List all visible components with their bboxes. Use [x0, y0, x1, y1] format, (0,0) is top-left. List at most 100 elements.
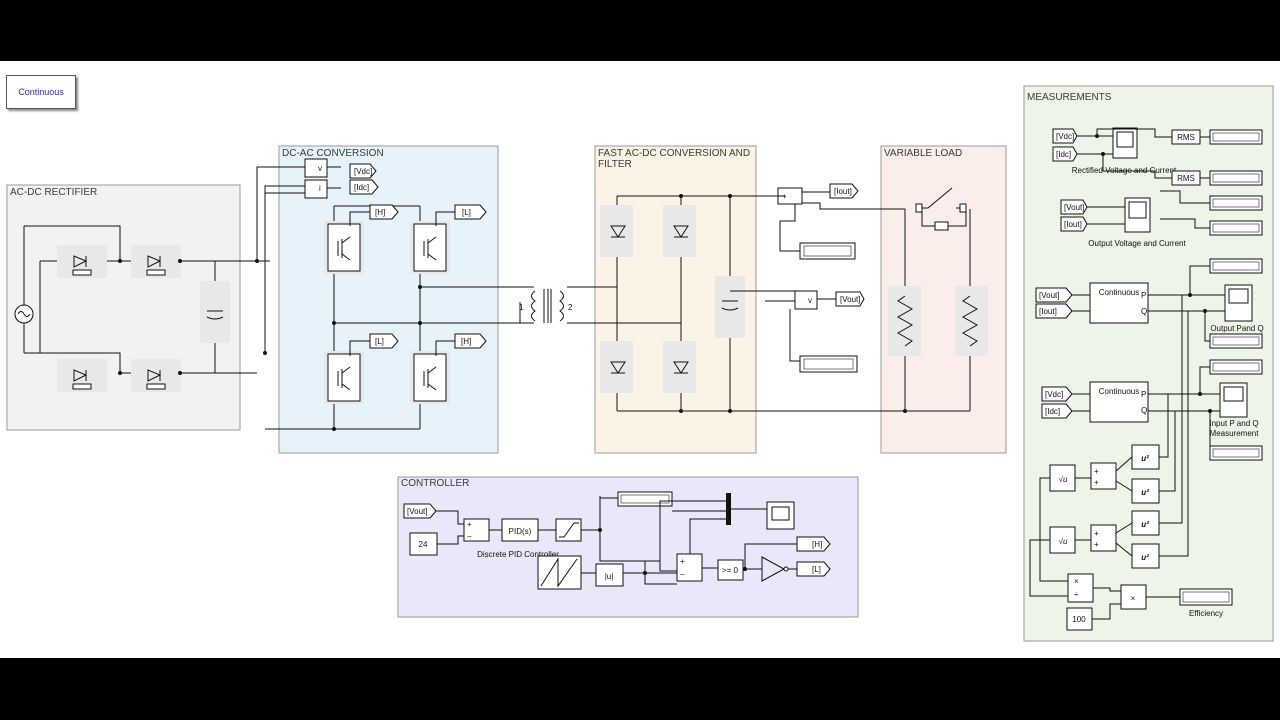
- not-gate-block[interactable]: [761, 556, 786, 582]
- svg-text:100: 100: [1072, 615, 1086, 624]
- svg-text:v: v: [318, 164, 322, 173]
- svg-text:+: +: [1094, 478, 1099, 487]
- svg-text:−: −: [680, 570, 685, 579]
- transformer-block[interactable]: 1 2: [519, 286, 595, 324]
- svg-text:[H]: [H]: [812, 540, 822, 549]
- area-title-rectifier: AC-DC RECTIFIER: [10, 187, 97, 198]
- svg-text:[Vdc]: [Vdc]: [1056, 132, 1074, 141]
- svg-text:v: v: [808, 296, 812, 305]
- sum-block[interactable]: [1090, 462, 1117, 490]
- signal-tags: [Vdc] [Idc] [H] [L] [L] [H] [Iout] [Vout…: [349, 128, 1088, 577]
- current-measurement-block[interactable]: [304, 179, 328, 199]
- svg-text:[Vout]: [Vout]: [1064, 203, 1084, 212]
- input-pq-block[interactable]: [1089, 381, 1149, 423]
- goto-vout[interactable]: [835, 291, 865, 307]
- diode-block[interactable]: [663, 205, 696, 257]
- measurement-blocks: Rectified Voltage and Current RMS RMS Ou…: [1029, 127, 1264, 631]
- svg-text:Continuous: Continuous: [1099, 387, 1139, 396]
- area-title-dcac: DC-AC CONVERSION: [282, 148, 384, 159]
- from-idc[interactable]: [1052, 146, 1078, 162]
- svg-text:−: −: [467, 532, 472, 541]
- output-pq-scope-label: Output Pand Q: [1210, 324, 1263, 333]
- svg-text:[L]: [L]: [462, 208, 471, 217]
- from-h[interactable]: [454, 333, 487, 349]
- rectifier-circuit: [14, 225, 257, 392]
- from-iout[interactable]: [1060, 216, 1088, 232]
- svg-text:i: i: [319, 184, 321, 193]
- from-l[interactable]: [369, 333, 399, 349]
- from-h[interactable]: [369, 204, 399, 220]
- variable-load-circuit: [888, 187, 988, 412]
- block-diagram: AC-DC RECTIFIER DC-AC CONVERSION FAST AC…: [6, 85, 1274, 642]
- from-vout[interactable]: [403, 503, 437, 519]
- goto-iout[interactable]: [829, 183, 859, 199]
- junction-dots: [118, 134, 1212, 575]
- svg-text:[Iout]: [Iout]: [1064, 220, 1082, 229]
- from-vdc[interactable]: [1052, 128, 1078, 144]
- diode-block[interactable]: [600, 341, 633, 393]
- svg-text:u²: u²: [1141, 553, 1149, 562]
- goto-vdc[interactable]: [349, 163, 377, 179]
- svg-text:÷: ÷: [1074, 590, 1079, 599]
- solver-config-block[interactable]: Continuous: [6, 75, 76, 109]
- svg-text:+: +: [467, 520, 472, 529]
- from-vdc[interactable]: [1041, 386, 1073, 402]
- sum-block[interactable]: [1090, 524, 1117, 552]
- svg-text:[Vout]: [Vout]: [1039, 291, 1059, 300]
- svg-text:×: ×: [1131, 594, 1136, 603]
- svg-text:[Iout]: [Iout]: [834, 187, 852, 196]
- svg-text:[Vout]: [Vout]: [407, 507, 427, 516]
- from-iout[interactable]: [1035, 303, 1073, 319]
- area-title-fast-1: FAST AC-DC CONVERSION AND: [598, 148, 750, 159]
- svg-text:u²: u²: [1141, 488, 1149, 497]
- svg-text:[H]: [H]: [461, 337, 471, 346]
- abs-label: |u|: [605, 572, 614, 581]
- svg-text:[Idc]: [Idc]: [1056, 150, 1071, 159]
- voltage-measurement-block[interactable]: [304, 158, 328, 178]
- output-pq-block[interactable]: [1089, 282, 1149, 324]
- controller-blocks: +− PID(s) Discrete PID Controller 24 |u|…: [409, 491, 797, 590]
- from-vout[interactable]: [1060, 199, 1088, 215]
- square-block[interactable]: [1131, 543, 1160, 569]
- goto-idc[interactable]: [349, 179, 379, 195]
- diode-block[interactable]: [600, 205, 633, 257]
- svg-text:u²: u²: [1141, 454, 1149, 463]
- pid-caption: Discrete PID Controller: [477, 550, 559, 559]
- input-pq-scope-label-1: Input P and Q: [1209, 419, 1258, 428]
- compare-to-zero-block[interactable]: [717, 559, 744, 581]
- output-scope-label: Output Voltage and Current: [1088, 239, 1186, 248]
- model-canvas[interactable]: Continuous AC-DC RECTIFIER DC-AC CONVERS…: [0, 61, 1280, 658]
- svg-text:Continuous: Continuous: [1099, 288, 1139, 297]
- abs-block[interactable]: [595, 563, 624, 587]
- area-title-controller: CONTROLLER: [401, 478, 469, 489]
- multiply-block[interactable]: [1120, 584, 1147, 610]
- svg-text:+: +: [680, 557, 685, 566]
- output-voltage-measurement[interactable]: [794, 290, 818, 310]
- svg-text:Q: Q: [1141, 406, 1147, 415]
- svg-text:P: P: [1141, 291, 1146, 300]
- input-pq-scope-label-2: Measurement: [1210, 429, 1260, 438]
- fast-rectifier-circuit: [595, 195, 905, 412]
- svg-text:[Vdc]: [Vdc]: [354, 167, 372, 176]
- from-vout[interactable]: [1035, 287, 1073, 303]
- svg-text:×: ×: [1074, 577, 1079, 586]
- area-title-fast-2: FILTER: [598, 159, 632, 170]
- svg-text:√u: √u: [1059, 537, 1068, 546]
- square-block[interactable]: [1131, 478, 1160, 504]
- diode-block[interactable]: [663, 341, 696, 393]
- from-idc[interactable]: [1041, 403, 1073, 419]
- goto-l[interactable]: [796, 561, 831, 577]
- transformer-port-1: 1: [519, 303, 524, 312]
- transformer-port-2: 2: [568, 303, 573, 312]
- capacitor-block[interactable]: [200, 281, 230, 343]
- divide-block[interactable]: [1067, 573, 1094, 603]
- svg-text:√u: √u: [1059, 475, 1068, 484]
- mux-block[interactable]: [726, 493, 731, 525]
- area-dc-ac-conversion[interactable]: DC-AC CONVERSION: [278, 145, 499, 454]
- goto-h[interactable]: [796, 536, 831, 552]
- svg-text:P: P: [1141, 390, 1146, 399]
- svg-text:+: +: [1094, 540, 1099, 549]
- rectified-scope-label: Rectified Voltage and Current: [1072, 166, 1177, 175]
- from-l[interactable]: [454, 204, 487, 220]
- capacitor-block[interactable]: [715, 276, 745, 338]
